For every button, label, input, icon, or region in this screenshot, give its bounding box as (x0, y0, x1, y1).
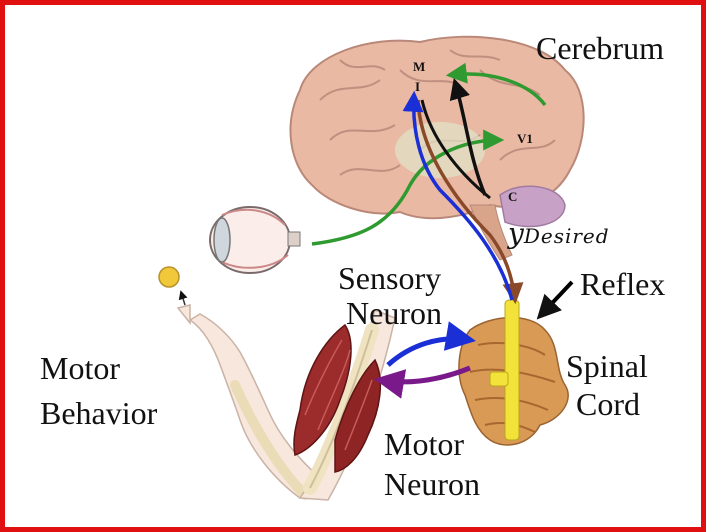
motor-behavior-label-line1: Motor (40, 352, 120, 384)
c-label: C (508, 190, 517, 203)
motor-neuron-label-line1: Motor (384, 428, 464, 460)
motor-neuron-label-line2: Neuron (384, 468, 480, 500)
eye-illustration (210, 207, 300, 273)
spinal-cord-label-line2: Cord (576, 388, 640, 420)
i-label: I (415, 80, 420, 93)
spinal-cord-illustration (459, 300, 568, 445)
cerebrum-label: Cerebrum (536, 32, 664, 64)
sensory-neuron-label-line2: Neuron (346, 297, 442, 329)
blue-sensory-pathway (388, 339, 470, 365)
m-label: M (413, 60, 425, 73)
y-symbol: y (508, 217, 524, 250)
spinal-cord-label-line1: Spinal (566, 350, 648, 382)
target-ball (159, 267, 185, 305)
reflex-arrow (540, 282, 572, 316)
sensory-neuron-label-line1: Sensory (338, 262, 441, 294)
purple-motor-pathway (380, 368, 470, 382)
v1-label: V1 (517, 132, 533, 145)
y-desired-label: yDesired (508, 220, 610, 248)
reflex-label: Reflex (580, 268, 665, 300)
motor-behavior-label-line2: Behavior (40, 397, 157, 429)
y-subscript: Desired (524, 224, 610, 248)
